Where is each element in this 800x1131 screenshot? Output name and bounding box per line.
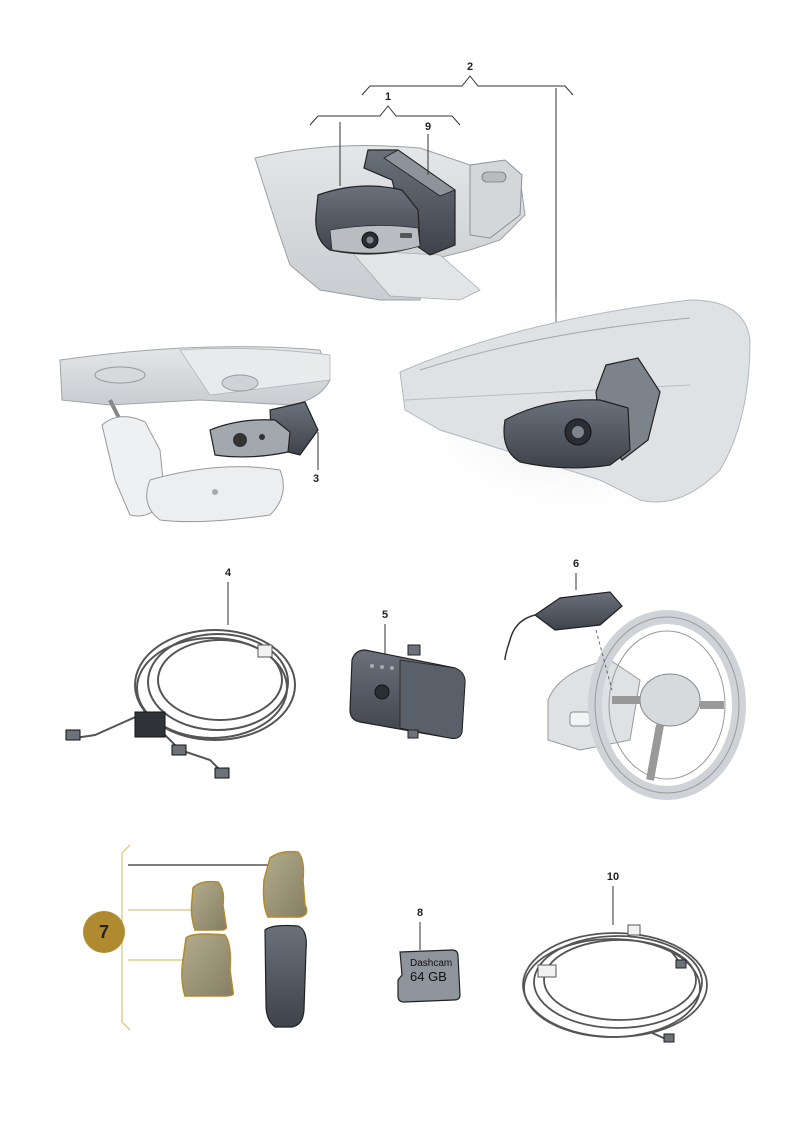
mount-adapter-3[interactable] xyxy=(209,401,319,458)
memory-card-capacity: 64 GB xyxy=(410,969,447,984)
callout-7-bubble: 7 xyxy=(83,911,125,953)
cable-10[interactable] xyxy=(522,924,708,1043)
steering-wheel-scene xyxy=(547,610,746,800)
callout-7: 7 xyxy=(99,922,109,942)
adhesive-pads-7[interactable] xyxy=(181,850,308,1028)
cable-harness-4[interactable] xyxy=(65,629,296,779)
memory-card-8[interactable]: Dashcam 64 GB xyxy=(397,949,461,1003)
callout-5: 5 xyxy=(382,609,388,621)
mirror-scene-3 xyxy=(59,346,331,523)
callout-8: 8 xyxy=(417,907,423,919)
control-unit-5[interactable] xyxy=(349,644,466,739)
memory-card-brand: Dashcam xyxy=(410,958,452,969)
callout-9: 9 xyxy=(425,121,431,133)
callout-6: 6 xyxy=(573,558,579,570)
callout-1: 1 xyxy=(385,91,391,103)
callout-2: 2 xyxy=(467,61,473,73)
camera-module-2[interactable] xyxy=(503,357,661,469)
callout-4: 4 xyxy=(225,567,232,579)
camera-module-1[interactable] xyxy=(315,185,421,255)
callout-3: 3 xyxy=(313,473,319,485)
callout-10: 10 xyxy=(607,871,619,883)
antenna-module-6[interactable] xyxy=(504,591,623,661)
